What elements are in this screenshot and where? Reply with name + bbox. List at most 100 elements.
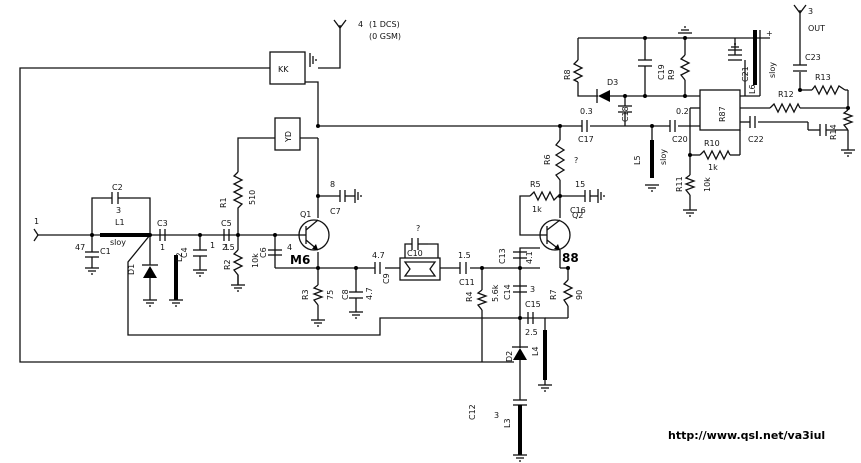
svg-text:Q2: Q2 [572, 211, 583, 220]
svg-text:75: 75 [326, 290, 335, 300]
svg-text:C22: C22 [748, 135, 764, 144]
svg-text:L6: L6 [748, 84, 757, 94]
svg-text:C11: C11 [459, 278, 475, 287]
R10 [699, 149, 731, 161]
transistor-q2 [539, 219, 571, 251]
svg-text:R6: R6 [543, 154, 552, 165]
svg-text:R10: R10 [704, 139, 720, 148]
out-label: OUT [808, 24, 825, 33]
svg-text:D1: D1 [127, 264, 136, 275]
svg-text:2.5: 2.5 [222, 243, 235, 252]
svg-text:sloy: sloy [110, 238, 126, 247]
R11 [684, 174, 696, 196]
ant4-label: 4 [358, 20, 363, 29]
resistors [232, 54, 854, 311]
svg-text:C21: C21 [741, 66, 750, 82]
svg-text:1k: 1k [532, 205, 542, 214]
svg-text:C7: C7 [330, 207, 341, 216]
R2 [232, 249, 244, 285]
svg-text:1.5: 1.5 [458, 251, 471, 260]
svg-text:C3: C3 [157, 219, 168, 228]
R12 [769, 102, 801, 114]
R8 [572, 59, 584, 83]
yd-box [274, 117, 301, 151]
R9 [679, 54, 691, 81]
svg-text:R9: R9 [667, 69, 676, 80]
svg-text:1: 1 [160, 243, 165, 252]
diodes [142, 89, 610, 380]
svg-text:sloy: sloy [768, 62, 777, 78]
svg-text:0.3: 0.3 [580, 107, 593, 116]
svg-text:R14: R14 [829, 124, 838, 140]
svg-text:1: 1 [224, 243, 229, 252]
svg-text:R7: R7 [549, 289, 558, 300]
svg-text:3: 3 [494, 411, 499, 420]
grounds [85, 26, 855, 462]
svg-text:3: 3 [116, 206, 121, 215]
svg-text:R12: R12 [778, 90, 794, 99]
svg-text:R4: R4 [465, 291, 474, 302]
svg-text:+: + [766, 29, 773, 38]
svg-text:C9: C9 [382, 273, 391, 284]
transistor-q1 [290, 219, 330, 251]
wires [19, 20, 849, 400]
D3 [598, 90, 610, 102]
svg-text:C23: C23 [805, 53, 821, 62]
R7 [562, 279, 574, 307]
svg-text:L1: L1 [115, 218, 125, 227]
svg-text:R1: R1 [219, 197, 228, 208]
yd-label: YD [284, 131, 293, 143]
svg-text:C10: C10 [407, 249, 423, 258]
svg-text:8: 8 [330, 180, 335, 189]
out-node: 3 [808, 7, 813, 16]
source-url: http://www.qsl.net/va3iul [668, 429, 825, 442]
svg-text:C20: C20 [672, 135, 688, 144]
svg-text:C5: C5 [221, 219, 232, 228]
R6 [554, 139, 566, 181]
svg-text:sloy: sloy [659, 149, 668, 165]
D2 [513, 348, 527, 360]
svg-text:3: 3 [530, 285, 535, 294]
svg-text:C15: C15 [525, 300, 541, 309]
svg-text:1k: 1k [708, 163, 718, 172]
svg-text:C12: C12 [468, 404, 477, 420]
svg-text:L2: L2 [175, 252, 184, 262]
svg-text:L4: L4 [531, 346, 540, 356]
svg-text:88: 88 [562, 251, 579, 265]
svg-text:C13: C13 [498, 248, 507, 264]
svg-text:D2: D2 [505, 351, 514, 362]
R3 [312, 284, 324, 306]
antennas [333, 4, 807, 45]
R1 [232, 171, 244, 215]
svg-text:4.7: 4.7 [365, 287, 374, 300]
svg-text:R5: R5 [530, 180, 541, 189]
svg-text:?: ? [416, 224, 420, 233]
svg-text:C2: C2 [112, 183, 123, 192]
ant4-dcs: (1 DCS) [369, 20, 400, 29]
filter-block [399, 257, 441, 281]
kk-label: KK [278, 65, 289, 74]
svg-text:R13: R13 [815, 73, 831, 82]
R5 [529, 190, 560, 202]
svg-text:R2: R2 [223, 259, 232, 270]
r87-box [699, 89, 741, 131]
svg-text:R3: R3 [301, 289, 310, 300]
D1 [143, 266, 157, 278]
svg-text:R11: R11 [675, 176, 684, 192]
svg-text:90: 90 [575, 290, 584, 300]
svg-text:15: 15 [575, 180, 585, 189]
svg-text:510: 510 [248, 190, 257, 205]
svg-text:D3: D3 [607, 78, 618, 87]
svg-text:1: 1 [210, 241, 215, 250]
svg-text:C6: C6 [259, 247, 268, 258]
svg-text:C18: C18 [621, 106, 630, 122]
svg-text:C4: C4 [180, 247, 189, 258]
svg-text:C16: C16 [570, 206, 586, 215]
svg-text:10k: 10k [703, 177, 712, 192]
svg-text:C8: C8 [341, 289, 350, 300]
svg-text:47: 47 [75, 243, 85, 252]
component-boxes [269, 51, 741, 281]
R4 [476, 289, 488, 311]
kk-box [269, 51, 306, 85]
